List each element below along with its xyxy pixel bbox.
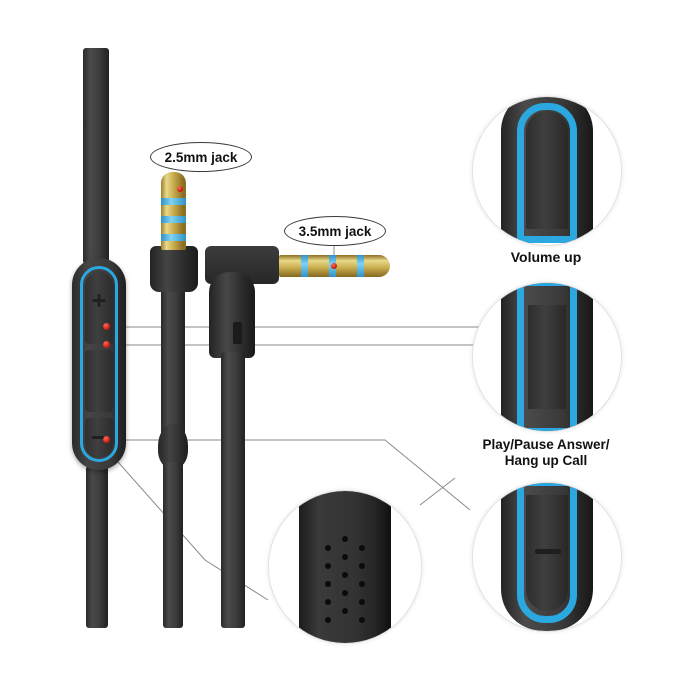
leader-mic-top	[419, 477, 456, 506]
plus-icon	[92, 294, 106, 307]
marker-dot-jack-25	[177, 186, 183, 192]
leader-microphone	[117, 461, 269, 601]
cable-jack-25-lower	[163, 462, 183, 628]
jack-25-ring-3	[161, 234, 186, 241]
detail-circle-volume-down	[472, 482, 622, 632]
strain-relief-jack-25	[158, 424, 188, 468]
callout-jack-35: 3.5mm jack	[284, 216, 386, 246]
plus-icon	[536, 151, 558, 173]
detail-label-volume-up: Volume up	[510, 249, 582, 265]
jack-25-ring-2	[161, 216, 186, 223]
jack-25-barrel	[150, 246, 198, 292]
marker-dot-jack-35	[331, 263, 337, 269]
jack-35-neck	[209, 272, 255, 358]
volume-up-face	[526, 111, 568, 229]
callout-jack-25: 2.5mm jack	[150, 142, 252, 172]
minus-icon	[535, 549, 561, 554]
volume-down-blue-outline	[517, 483, 577, 623]
detail-circle-play-pause	[472, 282, 622, 432]
jack-25-ring-1	[161, 198, 186, 205]
leader-volume-down	[107, 439, 471, 511]
remote-button-volume-up[interactable]	[85, 272, 113, 344]
detail-circle-microphone	[268, 490, 422, 644]
play-pause-face	[528, 305, 566, 409]
detail-circle-volume-up	[472, 96, 622, 246]
volume-up-blue-outline	[517, 103, 577, 243]
detail-label-play-pause: Play/Pause Answer/ Hang up Call	[482, 437, 610, 469]
remote-button-play-pause[interactable]	[85, 350, 113, 412]
callout-jack-35-label: 3.5mm jack	[298, 223, 372, 239]
jack-25-pin	[161, 172, 186, 250]
marker-dot-play-pause	[103, 341, 110, 348]
callout-jack-25-label: 2.5mm jack	[164, 149, 238, 165]
cable-lower-left	[86, 466, 108, 628]
cable-jack-25	[161, 288, 185, 438]
inline-remote	[72, 258, 126, 470]
play-pause-blue-outline	[517, 283, 577, 431]
cable-jack-35	[221, 352, 245, 628]
marker-dot-volume-up	[103, 323, 110, 330]
jack-35-slot	[233, 322, 242, 344]
jack-35-ring-3	[357, 255, 364, 277]
remote-blue-outline	[80, 266, 118, 462]
minus-icon	[92, 436, 106, 439]
jack-35-ring-1	[301, 255, 308, 277]
marker-dot-volume-down	[103, 436, 110, 443]
cable-upper-left	[83, 48, 109, 264]
mic-grille-icon	[299, 491, 391, 643]
